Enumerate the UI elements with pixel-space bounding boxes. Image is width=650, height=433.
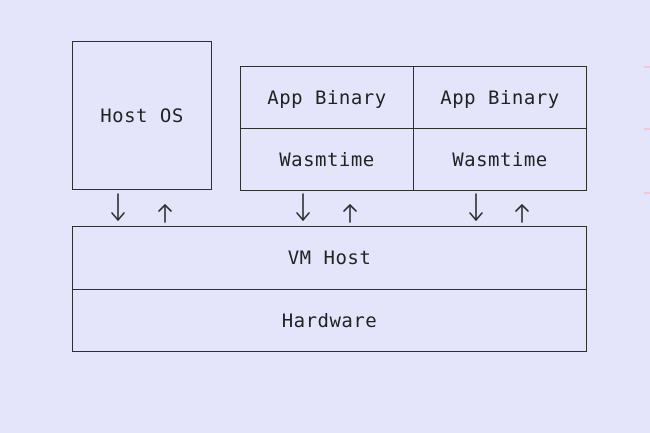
wasmtime-label-1: Wasmtime xyxy=(279,148,375,171)
edge-artifact-2 xyxy=(644,128,650,130)
wasmtime-label-2: Wasmtime xyxy=(452,148,548,171)
host-os-box: Host OS xyxy=(72,41,212,190)
edge-artifact-1 xyxy=(644,66,650,68)
vm-host-label: VM Host xyxy=(287,247,372,269)
hardware-box: Hardware xyxy=(72,289,587,352)
down-arrow-host-os xyxy=(111,193,125,221)
wasmtime-box-1: Wasmtime xyxy=(240,128,414,191)
up-arrow-wasmtime-1 xyxy=(343,204,357,223)
up-arrow-host-os xyxy=(158,204,172,223)
hardware-label: Hardware xyxy=(281,309,378,332)
wasmtime-box-2: Wasmtime xyxy=(413,128,587,191)
app-binary-box-1: App Binary xyxy=(240,66,414,129)
vm-host-box: VM Host xyxy=(72,226,587,290)
app-binary-box-2: App Binary xyxy=(413,66,587,129)
down-arrow-wasmtime-1 xyxy=(296,193,310,221)
up-arrow-wasmtime-2 xyxy=(515,204,529,223)
down-arrow-wasmtime-2 xyxy=(469,193,483,221)
app-binary-label-1: App Binary xyxy=(267,86,387,109)
edge-artifact-3 xyxy=(644,192,650,194)
host-os-label: Host OS xyxy=(100,104,184,127)
app-binary-label-2: App Binary xyxy=(440,86,560,109)
